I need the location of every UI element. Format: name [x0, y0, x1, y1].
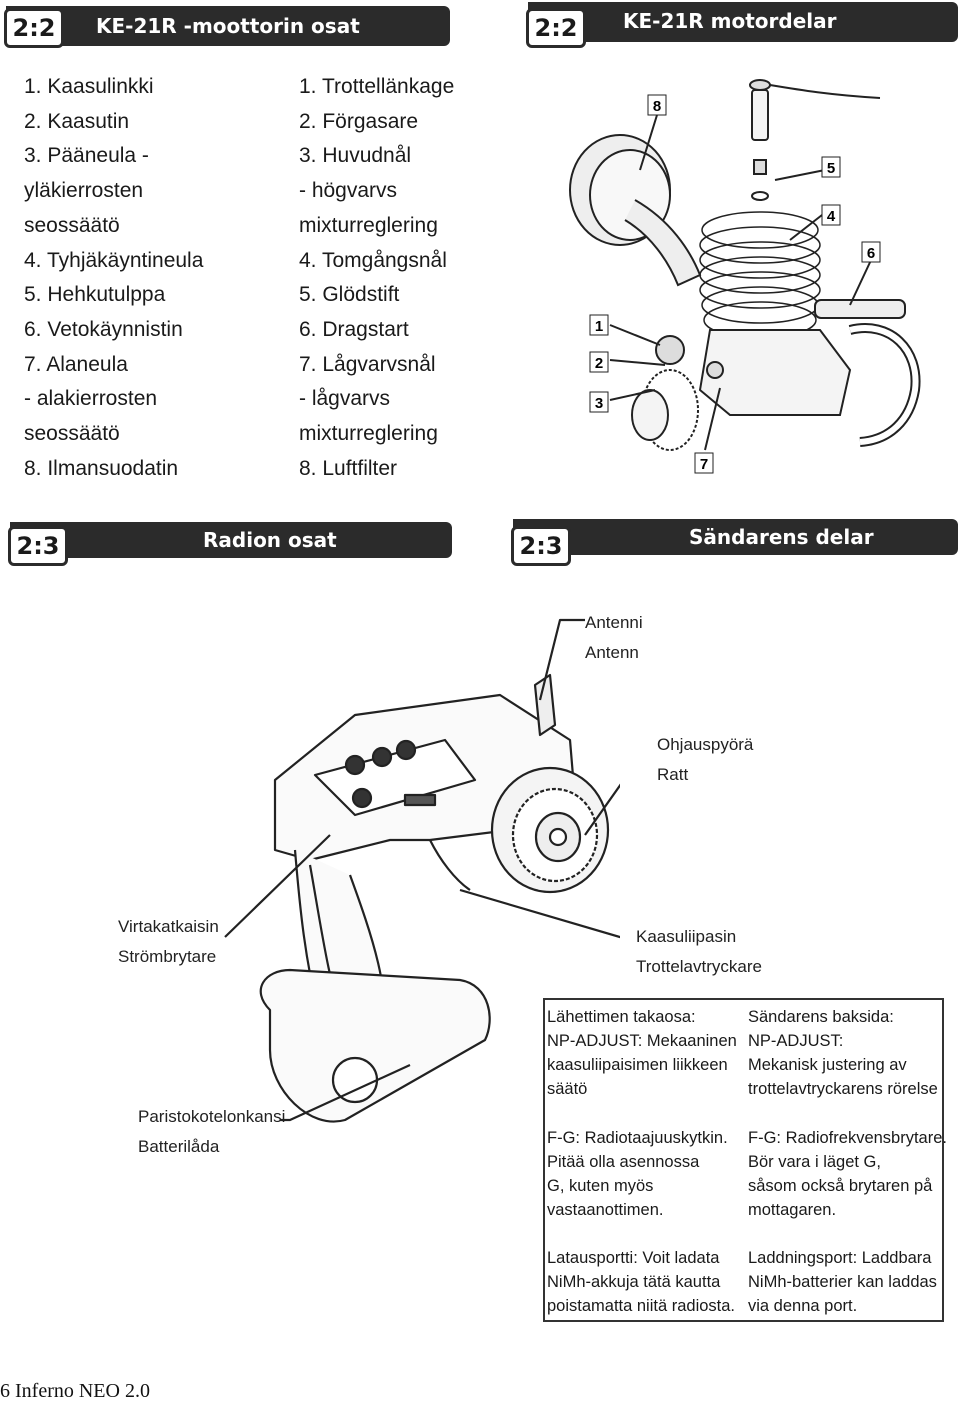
- list-item: 1. Kaasulinkki: [24, 75, 154, 98]
- list-item: mixturreglering: [299, 213, 438, 237]
- info-frequency-fi: F-G: Radiotaajuuskytkin.Pitää olla asenn…: [547, 1129, 728, 1219]
- callout-label: 8: [653, 98, 661, 115]
- info-rear-sv: Sändarens baksida:NP-ADJUST:Mekanisk jus…: [748, 1008, 938, 1098]
- list-item: 7. Alaneula: [24, 352, 128, 376]
- list-item: - högvarvs: [299, 179, 398, 203]
- list-item: 3. Huvudnål: [299, 144, 412, 168]
- info-rear-fi: Lähettimen takaosa:NP-ADJUST: Mekaaninen…: [547, 1008, 737, 1098]
- section-title: Radion osat: [203, 528, 337, 552]
- transmitter-info-box: [543, 998, 944, 1322]
- list-item: 5. Hehkutulppa: [24, 283, 166, 307]
- engine-parts-list-fi: 1. Kaasulinkki 2. Kaasutin 3. Pääneula -…: [24, 70, 203, 486]
- label-power-switch: Virtakatkaisin Strömbrytare: [118, 917, 219, 966]
- engine-illustration: 8 5 4 6 1 2 3 7: [569, 79, 921, 474]
- section-title: Sändarens delar: [689, 525, 874, 549]
- transmitter-illustration: [224, 618, 620, 1123]
- callout-label: 5: [827, 160, 835, 177]
- list-item: seossäätö: [24, 422, 120, 446]
- list-item: 4. Tyhjäkäyntineula: [24, 248, 204, 272]
- list-item: 6. Dragstart: [299, 317, 409, 341]
- section-header-radio-parts-fi: 2:3 Radion osat: [8, 522, 452, 566]
- list-item: seossäätö: [24, 213, 120, 237]
- callout-label: 1: [595, 318, 603, 335]
- list-item: 5. Glödstift: [299, 283, 400, 307]
- section-title: KE-21R -moottorin osat: [96, 14, 360, 38]
- list-item: 8. Luftfilter: [299, 456, 398, 480]
- section-header-engine-parts-sv: 2:2 KE-21R motordelar: [526, 2, 958, 48]
- engine-parts-list-sv: 1. Trottellänkage 2. Förgasare 3. Huvudn…: [299, 70, 454, 486]
- list-item: 8. Ilmansuodatin: [24, 456, 179, 480]
- list-item: yläkierrosten: [24, 179, 144, 203]
- label-steering-wheel: Ohjauspyörä Ratt: [657, 735, 754, 784]
- label-battery-cover: Paristokotelonkansi Batterilåda: [138, 1107, 286, 1156]
- list-item: 2. Kaasutin: [24, 109, 130, 133]
- section-badge: 2:3: [511, 526, 571, 566]
- list-item: - alakierrosten: [24, 387, 158, 411]
- label-throttle-trigger: Kaasuliipasin Trottelavtryckare: [636, 927, 762, 976]
- list-item: 7. Lågvarvsnål: [299, 352, 436, 376]
- page-footer: 6 Inferno NEO 2.0: [0, 1380, 150, 1402]
- engine-callouts: 8 5 4 6 1 2 3 7: [589, 94, 881, 474]
- section-badge: 2:3: [8, 526, 68, 566]
- section-header-engine-parts-fi: 2:2 KE-21R -moottorin osat: [4, 6, 450, 48]
- section-badge: 2:2: [4, 8, 64, 48]
- section-badge: 2:2: [526, 8, 586, 48]
- callout-label: 7: [700, 456, 708, 473]
- callout-label: 4: [827, 208, 836, 225]
- list-item: 3. Pääneula -: [24, 144, 149, 168]
- list-item: - lågvarvs: [299, 387, 391, 411]
- section-header-radio-parts-sv: 2:3 Sändarens delar: [511, 519, 958, 566]
- callout-label: 6: [867, 245, 875, 262]
- list-item: mixturreglering: [299, 422, 438, 446]
- list-item: 6. Vetokäynnistin: [24, 317, 183, 341]
- list-item: 1. Trottellänkage: [299, 75, 455, 98]
- callout-label: 2: [595, 355, 603, 372]
- info-frequency-sv: F-G: Radiofrekvensbrytare.Bör vara i läg…: [748, 1129, 947, 1219]
- section-title: KE-21R motordelar: [623, 9, 837, 33]
- list-item: 2. Förgasare: [299, 109, 419, 133]
- callout-label: 3: [595, 395, 603, 412]
- label-antenna: Antenni Antenn: [585, 613, 643, 662]
- list-item: 4. Tomgångsnål: [299, 248, 447, 272]
